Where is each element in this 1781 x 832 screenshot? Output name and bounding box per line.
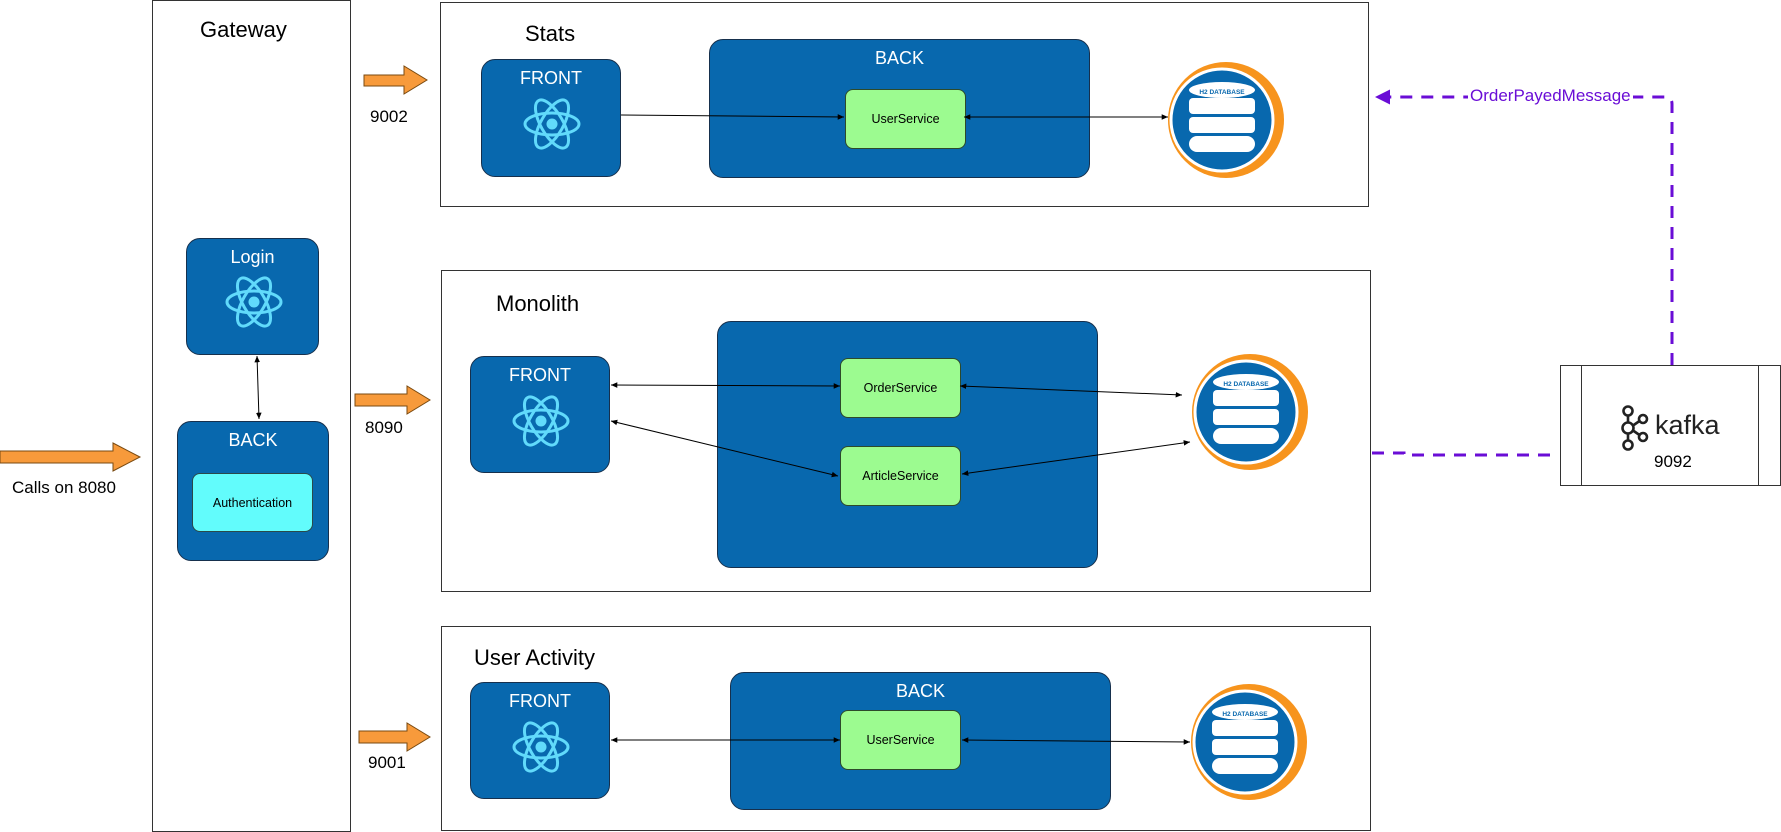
user-activity-port-label: 9001 — [368, 753, 406, 772]
stats-panel: Stats FRONT BACK UserService H2 DATABASE — [440, 2, 1369, 207]
order-service: OrderService — [840, 358, 961, 418]
stats-front-box: FRONT — [481, 59, 621, 177]
article-service: ArticleService — [840, 446, 961, 506]
stats-back-box: BACK UserService — [709, 39, 1090, 178]
react-icon — [512, 721, 570, 773]
login-label: Login — [230, 247, 275, 267]
monolith-front-label: FRONT — [509, 365, 571, 385]
authentication-service: Authentication — [192, 473, 313, 532]
monolith-port-label: 8090 — [365, 418, 403, 437]
monolith-front-box: FRONT — [470, 356, 610, 473]
monolith-title: Monolith — [496, 291, 580, 316]
db-label: H2 DATABASE — [1223, 381, 1269, 388]
user-activity-title: User Activity — [474, 645, 596, 670]
stats-port-arrow — [363, 65, 428, 95]
react-icon — [225, 276, 283, 328]
user-activity-front-box: FRONT — [470, 682, 610, 799]
kafka-port-label: 9092 — [1654, 452, 1692, 471]
monolith-panel: Monolith FRONT OrderService ArticleServi… — [441, 270, 1371, 592]
user-activity-port-arrow — [358, 722, 431, 752]
db-label: H2 DATABASE — [1199, 89, 1245, 96]
stats-port-label: 9002 — [370, 107, 408, 126]
react-icon — [512, 395, 570, 447]
h2-database-icon: H2 DATABASE — [1168, 62, 1284, 178]
stats-title: Stats — [525, 21, 576, 46]
stats-user-service: UserService — [845, 89, 966, 149]
h2-database-icon: H2 DATABASE — [1191, 684, 1307, 800]
login-front-box: Login — [186, 238, 319, 355]
kafka-logo-icon — [1621, 405, 1649, 451]
monolith-port-arrow — [354, 385, 431, 415]
gateway-panel: Gateway Login BACK Authentication — [152, 0, 351, 832]
user-activity-user-service: UserService — [840, 710, 961, 770]
entry-arrow — [0, 442, 142, 472]
react-icon — [523, 98, 581, 150]
kafka-box: kafka 9092 — [1560, 365, 1781, 486]
stats-front-label: FRONT — [520, 68, 582, 88]
monolith-back-box: OrderService ArticleService — [717, 321, 1098, 568]
gateway-title: Gateway — [200, 17, 287, 42]
kafka-box-divider-left — [1581, 366, 1582, 485]
kafka-to-stats-dashed — [1375, 89, 1674, 365]
user-activity-back-label: BACK — [895, 681, 946, 701]
entry-call-label: Calls on 8080 — [12, 478, 116, 497]
order-payed-message-label: OrderPayedMessage — [1468, 86, 1633, 106]
db-label: H2 DATABASE — [1222, 711, 1268, 718]
kafka-box-divider-right — [1758, 366, 1759, 485]
monolith-to-kafka-dashed — [1372, 451, 1552, 457]
user-activity-front-label: FRONT — [509, 691, 571, 711]
gateway-back-label: BACK — [228, 430, 278, 450]
user-activity-panel: User Activity FRONT BACK UserService H2 … — [441, 626, 1371, 831]
stats-back-label: BACK — [874, 48, 925, 68]
gateway-back-box: BACK Authentication — [177, 421, 329, 561]
h2-database-icon: H2 DATABASE — [1192, 354, 1308, 470]
user-activity-back-box: BACK UserService — [730, 672, 1111, 810]
kafka-logo-text: kafka — [1655, 410, 1720, 440]
